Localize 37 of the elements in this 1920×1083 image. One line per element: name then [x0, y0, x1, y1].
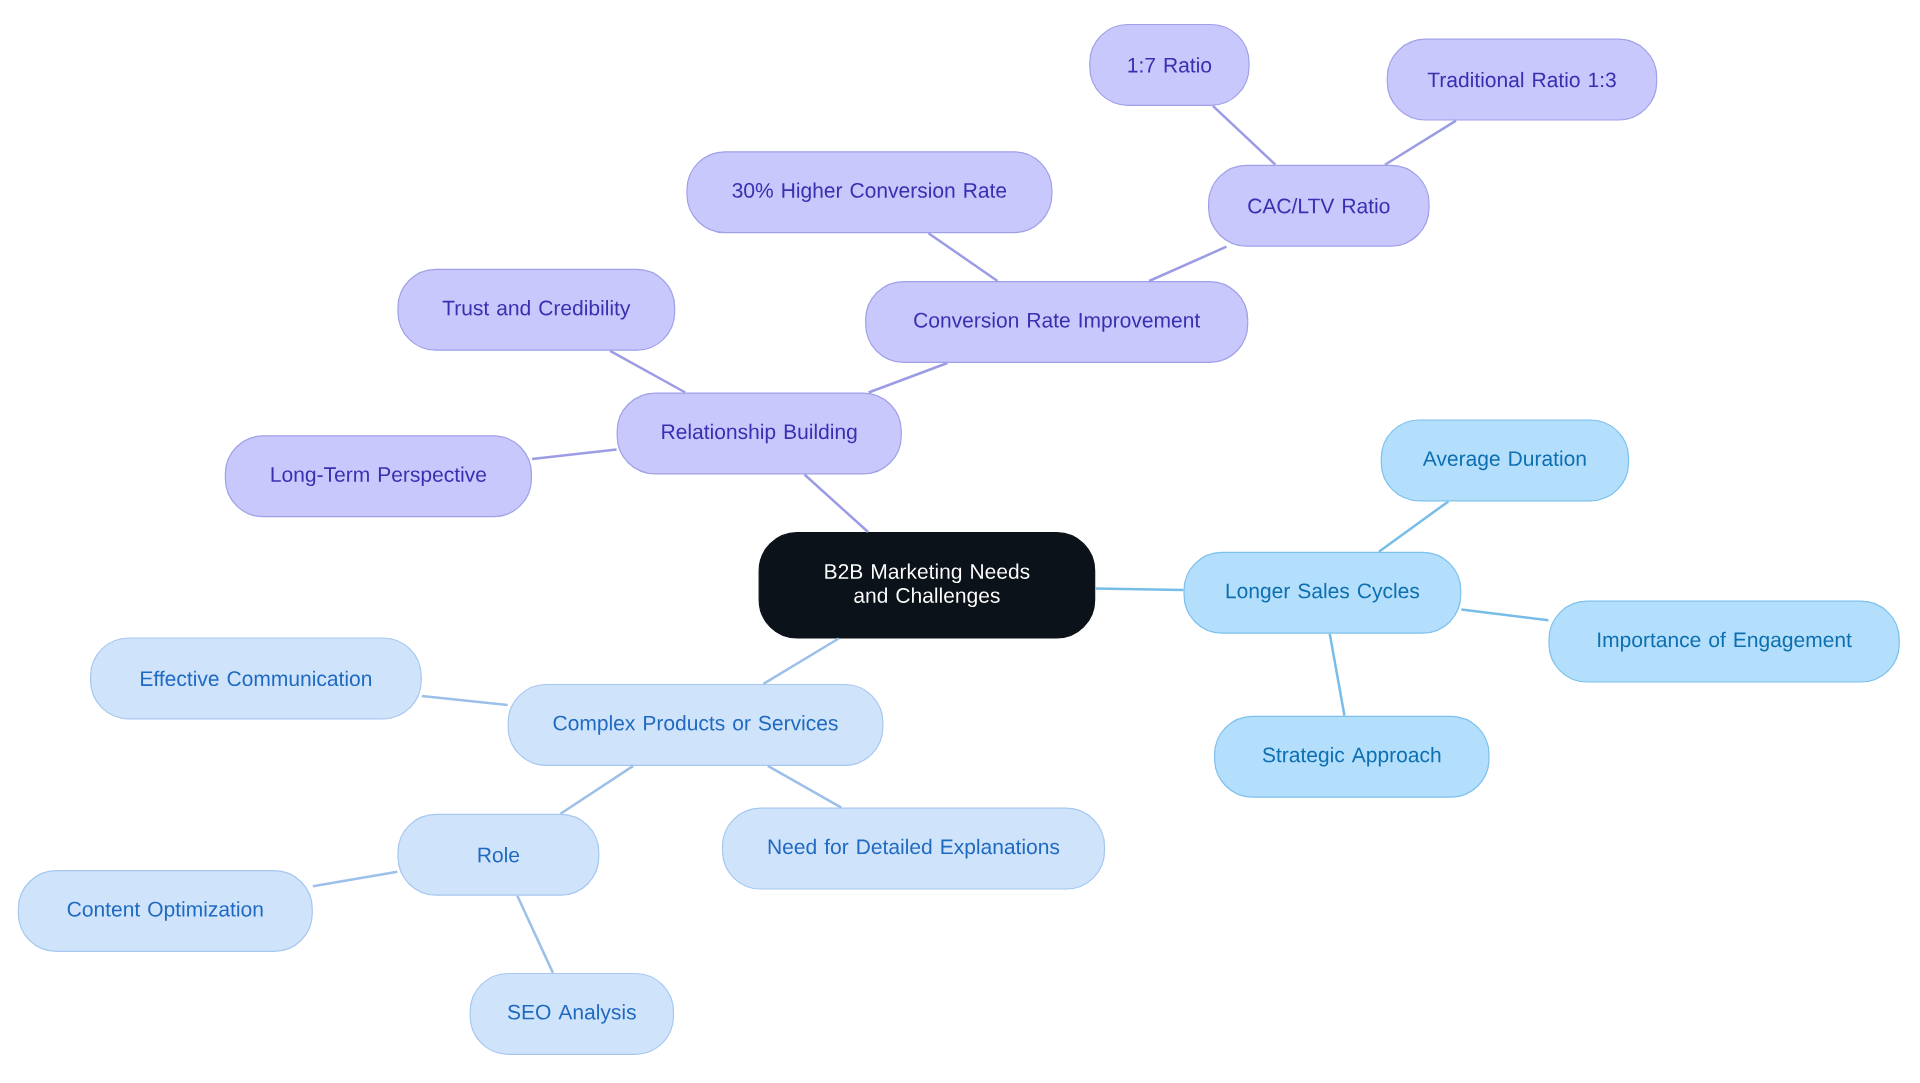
- topic-box: Need for Detailed Explanations: [721, 807, 1106, 890]
- connector-line: [559, 764, 634, 815]
- topic-box: Importance of Engagement: [1548, 600, 1900, 683]
- topic-box: Complex Products or Services: [507, 683, 884, 766]
- topic-box: Conversion Rate Improvement: [865, 281, 1249, 363]
- topic-box: Role: [397, 813, 600, 896]
- topic-box: Long-Term Perspective: [224, 435, 533, 518]
- connector-line: [312, 870, 398, 888]
- connector-line: [868, 361, 948, 394]
- topic-box: Relationship Building: [616, 392, 902, 475]
- topic-box: Longer Sales Cycles: [1183, 551, 1462, 634]
- connector-line: [803, 473, 869, 533]
- connector-line: [1384, 119, 1457, 166]
- connector-line: [1378, 500, 1450, 553]
- central-topic-box: B2B Marketing Needs and Challenges: [758, 532, 1096, 639]
- topic-box: 30% Higher Conversion Rate: [686, 151, 1053, 234]
- topic-box: Strategic Approach: [1214, 715, 1490, 798]
- topic-box: Average Duration: [1380, 419, 1630, 502]
- connector-line: [1148, 245, 1227, 283]
- topic-box: Traditional Ratio 1:3: [1386, 38, 1658, 121]
- connector-line: [1461, 608, 1549, 622]
- topic-box: Trust and Credibility: [397, 268, 676, 351]
- topic-box: 1:7 Ratio: [1089, 23, 1250, 106]
- connector-line: [1328, 633, 1346, 716]
- connector-line: [762, 637, 840, 685]
- connector-line: [516, 895, 555, 974]
- topic-box: SEO Analysis: [469, 972, 675, 1055]
- connector-line: [421, 694, 508, 707]
- topic-box: Content Optimization: [17, 870, 313, 952]
- topic-box: Effective Communication: [90, 637, 422, 720]
- connector-line: [1212, 104, 1277, 166]
- connector-line: [1095, 587, 1184, 592]
- connector-line: [609, 349, 686, 394]
- topic-box: CAC/LTV Ratio: [1208, 164, 1430, 247]
- connector-line: [927, 232, 999, 283]
- connector-line: [531, 448, 617, 461]
- connector-line: [767, 764, 842, 809]
